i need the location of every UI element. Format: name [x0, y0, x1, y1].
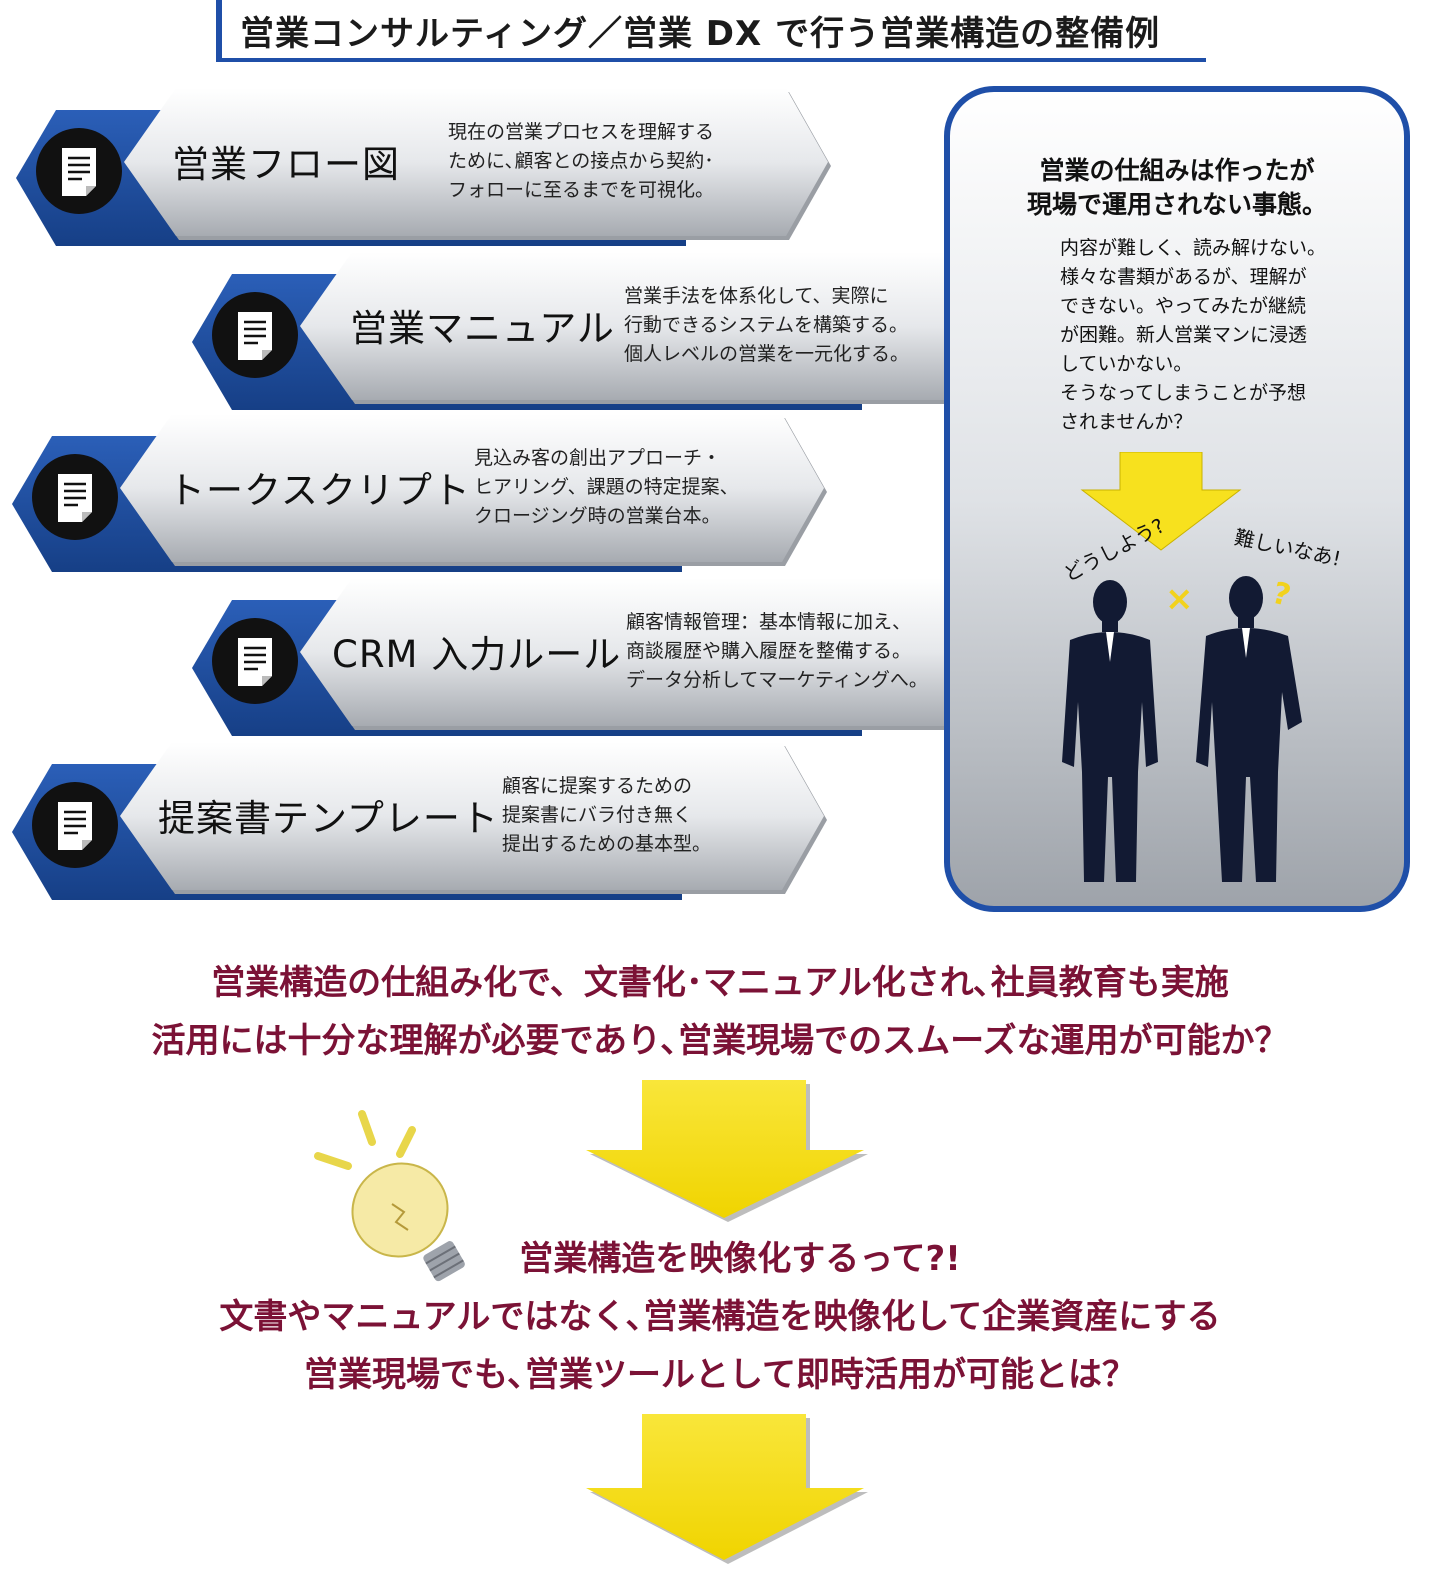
problem-body: 内容が難しく、読み解けない。 様々な書類があるが、理解が できない。やってみたが… — [1060, 237, 1327, 433]
banner-shape — [192, 578, 1007, 736]
summary-message: 営業構造の仕組み化で、文書化･マニュアル化され､社員教育も実施 活用には十分な理… — [0, 954, 1440, 1070]
summary-line-2: 活用には十分な理解が必要であり､営業現場でのスムーズな運用が可能か？ — [151, 1021, 1289, 1061]
item-title: 営業フロー図 — [172, 143, 400, 186]
document-icon — [32, 782, 118, 868]
banner-shape — [12, 414, 827, 572]
video-line-3: 営業現場でも､営業ツールとして即時活用が可能とは？ — [304, 1355, 1136, 1395]
item-title: 提案書テンプレート — [158, 797, 499, 840]
document-icon — [32, 454, 118, 540]
item-description: 見込み客の創出アプローチ・ ヒアリング、課題の特定提案、 クロージング時の営業台… — [474, 447, 739, 527]
document-icon — [212, 292, 298, 378]
item-title: CRM 入力ルール — [332, 633, 622, 676]
document-icon — [212, 618, 298, 704]
item-description: 顧客に提案するための 提案書にバラ付き無く 提出するための基本型。 — [502, 775, 712, 855]
document-icon — [36, 128, 122, 214]
item-title: トークスクリプト — [168, 469, 471, 512]
problem-panel: 営業の仕組みは作ったが 現場で運用されない事態。 内容が難しく、読み解けない。 … — [944, 86, 1410, 912]
structure-item: CRM 入力ルール顧客情報管理：基本情報に加え、 商談履歴や購入履歴を整備する。… — [192, 576, 1022, 746]
item-description: 現在の営業プロセスを理解する ために､顧客との接点から契約･ フォローに至るまで… — [448, 121, 715, 201]
summary-line-1: 営業構造の仕組み化で、文書化･マニュアル化され､社員教育も実施 — [211, 963, 1229, 1003]
item-description: 顧客情報管理：基本情報に加え、 商談履歴や購入履歴を整備する。 データ分析してマ… — [626, 611, 928, 691]
structure-item: トークスクリプト見込み客の創出アプローチ・ ヒアリング、課題の特定提案、 クロー… — [12, 412, 842, 582]
banner-shape — [12, 742, 827, 900]
businessmen-silhouette-icon: × ? — [1062, 576, 1302, 882]
problem-heading: 営業の仕組みは作ったが 現場で運用されない事態。 — [1026, 156, 1327, 219]
video-line-1: 営業構造を映像化するって?! — [519, 1239, 961, 1279]
structure-item: 営業フロー図 現在の営業プロセスを理解する ために､顧客との接点から契約･ フォロ… — [16, 86, 846, 256]
video-line-2: 文書やマニュアルではなく､営業構造を映像化して企業資産にする — [219, 1297, 1221, 1337]
video-message: 営業構造を映像化するって?! 文書やマニュアルではなく､営業構造を映像化して企業… — [0, 1230, 1440, 1404]
banner-shape — [16, 88, 831, 246]
cross-mark-icon: × — [1165, 579, 1194, 619]
light-bulb-icon — [314, 1110, 465, 1282]
structure-item: 提案書テンプレート顧客に提案するための 提案書にバラ付き無く 提出するための基本… — [12, 740, 842, 910]
item-title: 営業マニュアル — [350, 307, 615, 350]
question-mark-icon: ? — [1268, 576, 1294, 614]
page-title-frame: 営業コンサルティング／営業 DX で行う営業構造の整備例 — [216, 0, 1206, 62]
down-arrow-icon — [586, 1414, 868, 1564]
banner-shape — [192, 252, 1007, 410]
item-description: 営業手法を体系化して、実際に 行動できるシステムを構築する。 個人レベルの営業を… — [624, 285, 910, 365]
down-arrow-icon — [1080, 452, 1242, 551]
structure-item: 営業マニュアル営業手法を体系化して、実際に 行動できるシステムを構築する。 個人… — [192, 250, 1022, 420]
page-title: 営業コンサルティング／営業 DX で行う営業構造の整備例 — [240, 14, 1161, 54]
down-arrow-icon — [586, 1080, 868, 1222]
